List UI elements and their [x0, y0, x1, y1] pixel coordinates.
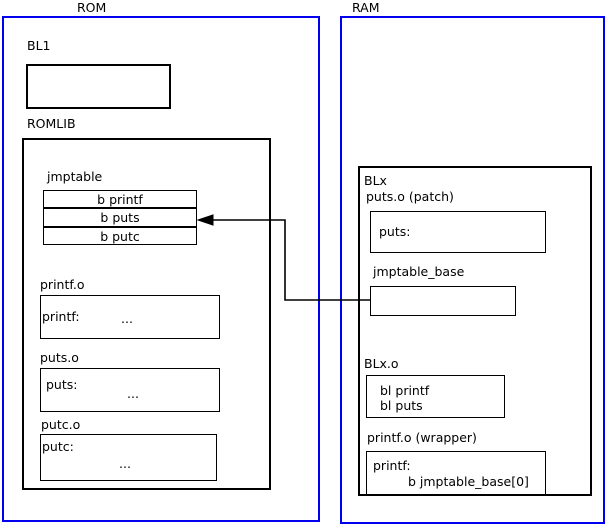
blx-o-label: BLx.o — [364, 356, 399, 371]
rom-object-label-putc-o: putc.o — [41, 417, 81, 432]
romlib-label: ROMLIB — [27, 116, 76, 131]
rom-region-label: ROM — [77, 0, 107, 15]
jmptable-label: jmptable — [47, 169, 103, 184]
rom-object-label-printf-o: printf.o — [40, 277, 85, 292]
printf-wrapper-box — [366, 451, 546, 495]
ram-region-label: RAM — [352, 0, 380, 15]
rom-object-box-printf-o — [40, 295, 220, 339]
rom-object-ellipsis-putc: ... — [119, 456, 131, 471]
printf-wrapper-symbol: printf: — [373, 458, 411, 473]
jmptable-entry-1: b puts — [43, 208, 197, 227]
rom-object-ellipsis-puts: ... — [127, 386, 139, 401]
rom-object-box-puts-o — [40, 368, 220, 412]
blx-o-box — [366, 375, 505, 418]
puts-patch-box — [370, 211, 546, 253]
blx-o-line-0: bl printf — [380, 383, 430, 398]
blx-label: BLx — [364, 173, 387, 188]
jmptable-base-label: jmptable_base — [373, 264, 465, 279]
rom-object-box-putc-o — [40, 434, 217, 481]
puts-patch-label: puts.o (patch) — [366, 189, 454, 204]
printf-wrapper-label: printf.o (wrapper) — [367, 430, 477, 445]
rom-object-label-puts-o: puts.o — [40, 350, 79, 365]
printf-wrapper-branch: b jmptable_base[0] — [408, 474, 529, 489]
rom-object-symbol-puts: puts: — [46, 377, 78, 392]
jmptable-entry-2: b putc — [43, 227, 197, 245]
rom-object-symbol-putc: putc: — [42, 439, 74, 454]
jmptable-entry-0: b printf — [43, 190, 197, 208]
rom-object-symbol-printf: printf: — [42, 309, 80, 324]
blx-o-line-1: bl puts — [380, 398, 423, 413]
puts-patch-symbol: puts: — [379, 224, 411, 239]
jmptable-base-box — [370, 286, 516, 316]
bl1-box — [26, 64, 171, 109]
rom-object-ellipsis-printf: ... — [121, 311, 133, 326]
bl1-label: BL1 — [27, 38, 51, 53]
